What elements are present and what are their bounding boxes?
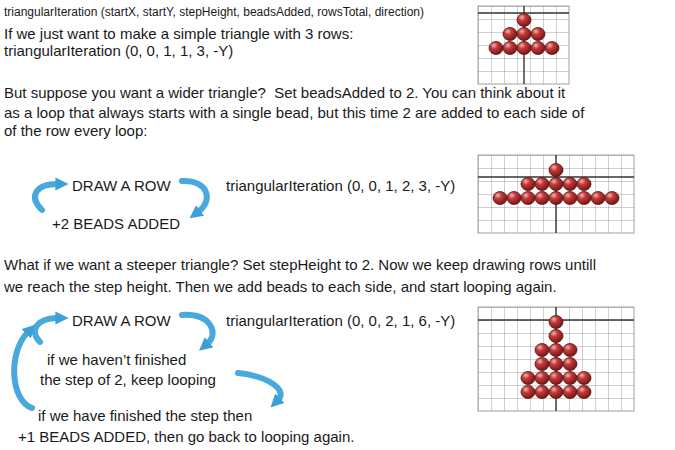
grid-lines	[478, 307, 634, 411]
curved-arrow	[238, 373, 281, 400]
bead	[563, 372, 577, 385]
paragraph-line: But suppose you want a wider triangle? S…	[4, 84, 565, 102]
bead	[549, 316, 563, 329]
paragraph-line: as a loop that always starts with a sing…	[4, 104, 584, 122]
function-signature: triangularIteration (startX, startY, ste…	[4, 5, 424, 19]
bead	[549, 192, 563, 205]
bead	[563, 386, 577, 399]
code-example: triangularIteration (0, 0, 1, 1, 3, -Y)	[4, 42, 233, 60]
loop-step: DRAW A ROW	[72, 177, 171, 195]
paragraph-line: we reach the step height. Then we add be…	[4, 278, 557, 296]
bead	[535, 192, 549, 205]
curved-arrow	[182, 181, 207, 212]
bead	[545, 42, 559, 55]
bead	[503, 42, 517, 55]
curved-arrow	[35, 184, 58, 210]
bead	[531, 42, 545, 55]
bead	[577, 178, 591, 191]
bead-grid	[478, 6, 569, 84]
bead	[535, 358, 549, 371]
bead	[507, 192, 521, 205]
curved-arrow	[35, 318, 58, 342]
bead	[563, 358, 577, 371]
loop-note: if we haven’t finished	[47, 351, 186, 369]
bead	[493, 192, 507, 205]
bead	[549, 164, 563, 177]
bead-grid	[478, 155, 634, 233]
bead	[563, 344, 577, 357]
grid-lines	[478, 6, 569, 84]
bead	[521, 372, 535, 385]
bead-grid	[478, 307, 634, 411]
loop-note: if we have finished the step then	[38, 407, 252, 425]
bead	[549, 372, 563, 385]
bead	[577, 372, 591, 385]
bead	[521, 386, 535, 399]
bead	[549, 330, 563, 343]
paragraph-line: of the row every loop:	[4, 122, 147, 140]
loop-step: DRAW A ROW	[72, 312, 171, 330]
bead	[503, 28, 517, 41]
bead	[563, 192, 577, 205]
code-example: triangularIteration (0, 0, 1, 2, 3, -Y)	[226, 177, 455, 195]
paragraph-line: What if we want a steeper triangle? Set …	[4, 256, 596, 274]
bead	[521, 178, 535, 191]
bead	[577, 386, 591, 399]
bead	[549, 344, 563, 357]
loop-note: +1 BEADS ADDED, then go back to looping …	[18, 428, 354, 446]
loop-note: the step of 2, keep looping	[40, 371, 216, 389]
grid-lines	[478, 155, 634, 233]
bead	[517, 14, 531, 27]
bead	[489, 42, 503, 55]
bead	[531, 28, 545, 41]
code-example: triangularIteration (0, 0, 2, 1, 6, -Y)	[226, 312, 455, 330]
bead	[549, 178, 563, 191]
bead	[517, 42, 531, 55]
bead	[535, 372, 549, 385]
bead	[591, 192, 605, 205]
bead	[521, 192, 535, 205]
bead	[535, 178, 549, 191]
paragraph-line: If we just want to make a simple triangl…	[4, 25, 353, 43]
bead	[535, 386, 549, 399]
loop-step: +2 BEADS ADDED	[52, 215, 180, 233]
bead	[517, 28, 531, 41]
curved-arrow	[14, 332, 32, 408]
bead	[605, 192, 619, 205]
curved-arrow	[182, 315, 213, 344]
bead	[563, 178, 577, 191]
bead	[549, 386, 563, 399]
bead	[577, 192, 591, 205]
bead	[535, 344, 549, 357]
bead	[549, 358, 563, 371]
